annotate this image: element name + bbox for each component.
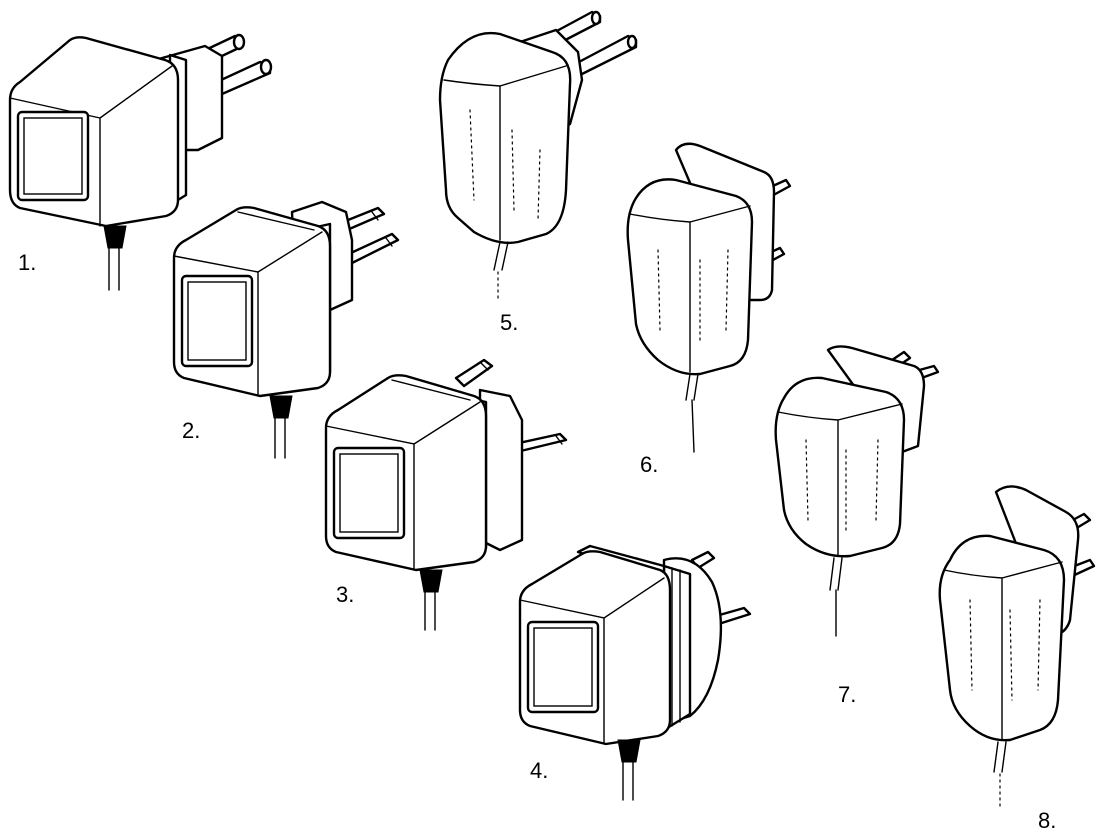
adapter-4-strain-relief bbox=[617, 739, 641, 763]
adapter-5-body bbox=[438, 31, 572, 245]
adapter-1-cord bbox=[108, 247, 120, 291]
adapter-7 bbox=[774, 345, 940, 637]
adapter-2-strain-relief bbox=[269, 395, 293, 419]
adapter-1 bbox=[8, 33, 273, 291]
adapter-5 bbox=[438, 10, 638, 301]
adapter-6-cord bbox=[685, 373, 699, 401]
adapter-1-front-window bbox=[16, 110, 90, 202]
label-adapter-4: 4. bbox=[530, 758, 549, 783]
label-adapter-3: 3. bbox=[336, 582, 355, 607]
adapter-4-front-window bbox=[526, 620, 600, 714]
adapter-4 bbox=[518, 544, 752, 801]
label-adapter-2: 2. bbox=[182, 418, 201, 443]
adapter-1-strain-relief bbox=[103, 225, 127, 249]
adapter-7-cord bbox=[829, 557, 843, 591]
label-adapter-1: 1. bbox=[18, 250, 37, 275]
adapter-5-cord bbox=[493, 241, 509, 271]
label-adapter-5: 5. bbox=[500, 310, 519, 335]
adapter-3 bbox=[324, 358, 568, 631]
adapter-8-cord bbox=[993, 741, 1007, 773]
adapter-3-strain-relief bbox=[419, 569, 443, 593]
adapter-3-front-window bbox=[332, 446, 406, 540]
adapter-2 bbox=[172, 200, 400, 459]
adapter-7-body bbox=[774, 376, 906, 558]
label-adapter-8: 8. bbox=[1038, 808, 1057, 833]
label-adapter-6: 6. bbox=[640, 452, 659, 477]
adapter-2-front-window bbox=[180, 274, 254, 368]
adapter-6 bbox=[626, 142, 792, 453]
adapter-3-cord bbox=[424, 591, 436, 631]
adapter-4-cord bbox=[622, 761, 634, 801]
label-adapter-7: 7. bbox=[838, 682, 857, 707]
adapter-2-cord bbox=[274, 417, 286, 459]
adapter-8 bbox=[938, 485, 1096, 809]
